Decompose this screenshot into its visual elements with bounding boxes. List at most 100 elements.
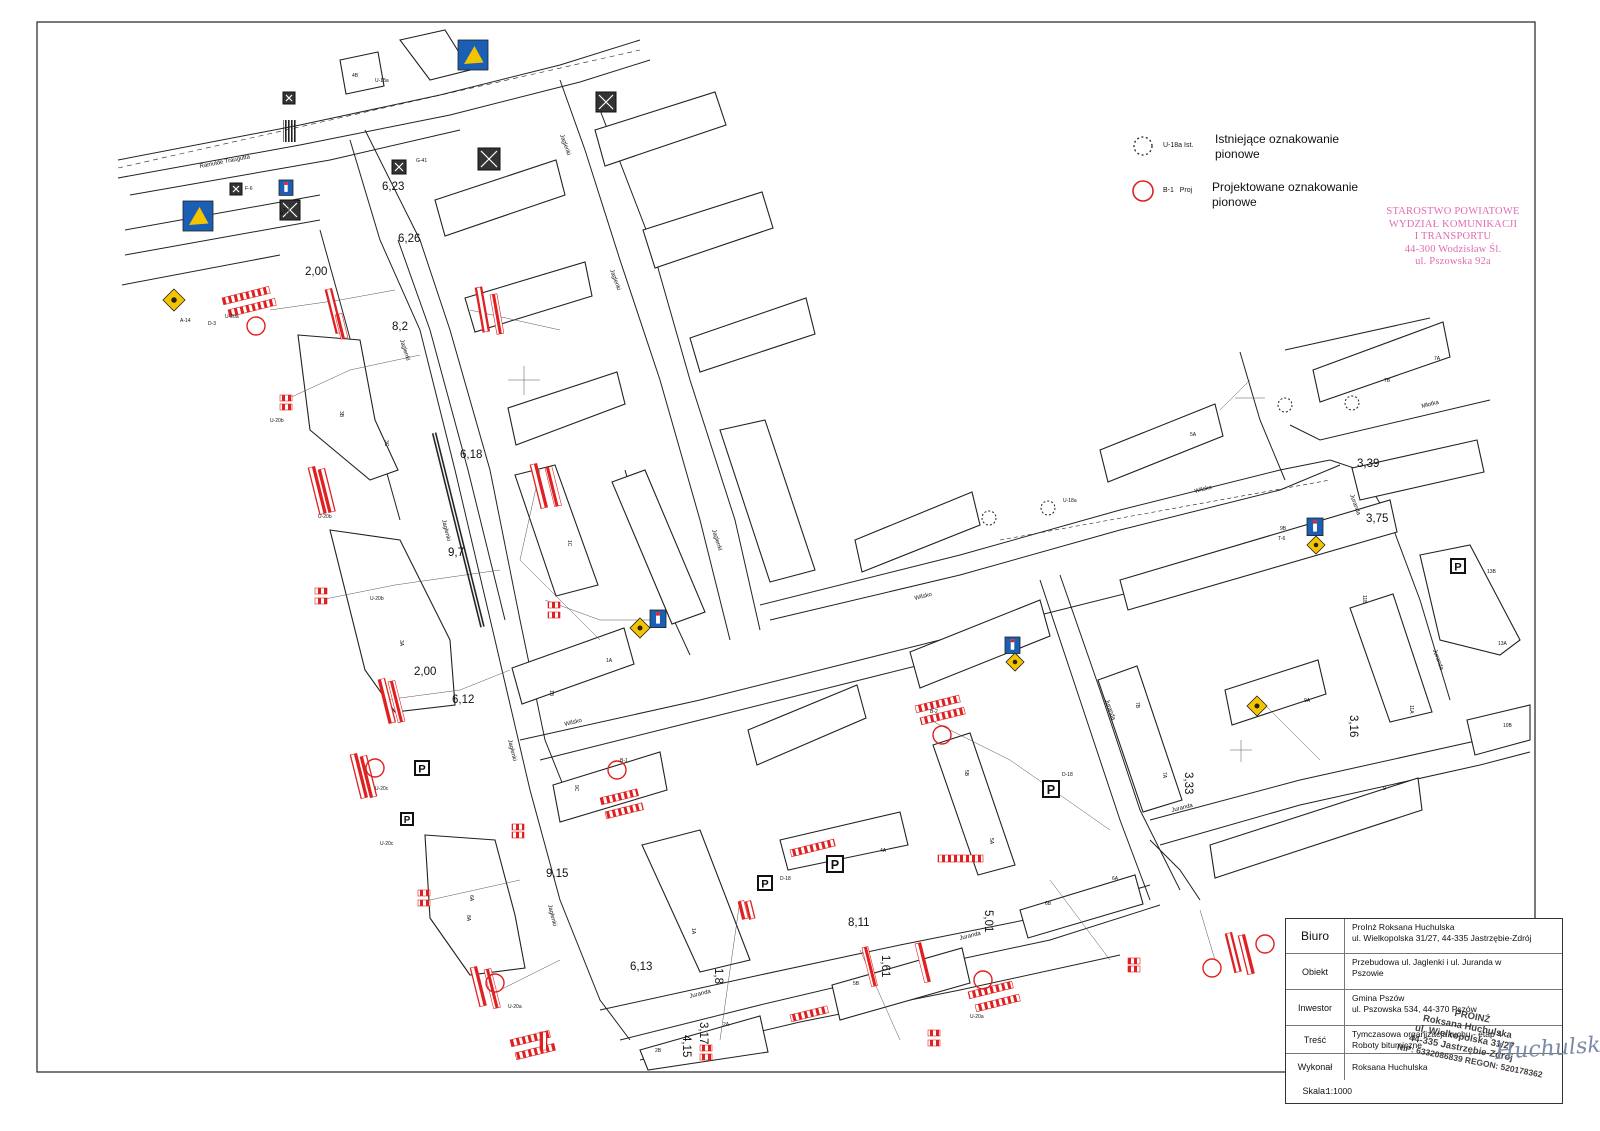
road-barrier	[919, 706, 966, 726]
title-block-label: Inwestor	[1286, 990, 1345, 1026]
road-barrier	[744, 900, 756, 920]
dimension-label: 9,15	[546, 868, 568, 880]
building-number: 9B	[1280, 526, 1287, 532]
road-barrier	[544, 465, 562, 508]
existing-sign-marker-icon	[1277, 397, 1293, 413]
dimension-label: 8,11	[848, 917, 870, 929]
dimension-label: 6,26	[398, 233, 420, 245]
one-way-sign-icon	[1306, 517, 1324, 537]
barriers	[221, 286, 1255, 1061]
road-barrier	[539, 1031, 548, 1051]
road-barrier	[279, 394, 293, 402]
projected-sign-marker-icon	[932, 725, 952, 745]
road-barrier	[927, 1029, 941, 1037]
title-block-value: Roksana Huchulska	[1352, 1062, 1558, 1073]
blue-info-sign-icon	[457, 39, 489, 71]
street-label-jaglenki-4: Jaglenki	[398, 339, 411, 362]
street-label-juranda-2: Juranda	[959, 931, 982, 942]
road-barrier	[349, 752, 369, 800]
dimension-label: 5,01	[982, 910, 994, 932]
sign-code-label: A-14	[180, 318, 191, 324]
sign-code-label: U-20a	[970, 1014, 984, 1020]
legend-projected-label: Projektowane oznakowanie pionowe	[1212, 180, 1359, 209]
projected-sign-marker-icon	[607, 760, 627, 780]
road-barrier	[307, 465, 327, 515]
parking-sign-icon: P	[414, 760, 430, 776]
legend-existing-code-text: U-18a	[1163, 142, 1183, 149]
road-barrier	[221, 286, 271, 306]
road-barrier	[511, 823, 525, 831]
dimension-label: 6,13	[630, 961, 652, 973]
projected-sign-marker-icon	[1202, 958, 1222, 978]
warning-sign-icon	[1306, 535, 1326, 555]
title-block-line: Roboty bitumiczne	[1352, 1040, 1422, 1050]
existing-sign-icon	[279, 199, 301, 221]
sign-code-label: U-20b	[318, 514, 332, 520]
existing-sign-icon	[282, 91, 296, 105]
building-number: 4B	[352, 73, 359, 79]
dimension-label: 8,2	[392, 321, 408, 333]
building-number: 13B	[1487, 569, 1497, 575]
building-number: 3B	[338, 411, 344, 418]
dimension-label: 1,61	[879, 955, 891, 977]
one-way-sign-icon	[649, 609, 667, 629]
building-number: 7A	[1434, 356, 1441, 362]
building-number: 7B	[1134, 702, 1140, 709]
road-barrier	[604, 802, 644, 820]
street-label-jaglenki-1: Jaglenki	[558, 134, 571, 157]
road-barrier	[334, 312, 349, 340]
sign-code-label: B-1	[620, 758, 628, 764]
building-number: 1A	[606, 658, 613, 664]
sheet-border	[36, 21, 1536, 1073]
stamp-line: 44-300 Wodzisław Śl.	[1404, 243, 1502, 255]
existing-sign-marker-icon	[1040, 500, 1056, 516]
building-number: 9	[1383, 786, 1386, 792]
building-number: 7A	[1161, 772, 1167, 779]
building-number: 6A	[468, 895, 474, 902]
building-number: 6B	[1045, 901, 1052, 907]
title-block-line: Przebudowa ul. Jaglenki i ul. Juranda w	[1352, 957, 1502, 967]
warning-sign-icon	[1005, 652, 1025, 672]
sign-code-labels: U-18aU-18aU-20aU-20aU-20aU-20bU-20bU-20b…	[180, 78, 1285, 1020]
stamp-line: WYDZIAŁ KOMUNIKACJI	[1388, 218, 1518, 230]
projected-sign-marker-icon	[246, 316, 266, 336]
road-barrier	[599, 788, 639, 806]
sign-code-label: U-18a	[375, 78, 389, 84]
road-barrier	[789, 838, 836, 858]
projected-sign-marker-icon	[973, 970, 993, 990]
street-label-wilsko-3: Wilsko	[1194, 485, 1213, 495]
sign-code-label: U-20c	[375, 786, 389, 792]
title-block-line: 1:1000	[1326, 1086, 1352, 1096]
building-number: 9A	[1304, 698, 1311, 704]
street-label-jaglenki-3: Jaglenki	[710, 529, 723, 552]
title-block-label: Skala:	[1302, 1086, 1328, 1096]
building-number: 1A	[690, 928, 696, 935]
leader-lines	[269, 289, 1321, 1041]
buildings	[297, 29, 1531, 1071]
svg-text:P: P	[404, 815, 411, 826]
one-way-sign-icon	[278, 179, 294, 196]
sign-code-label: T-8	[283, 208, 290, 214]
parking-sign-icon: P	[826, 855, 844, 873]
sign-code-label: B-2	[930, 709, 938, 715]
title-block-line: ProInż Roksana Huchulska	[1352, 922, 1455, 932]
title-block-value: Gmina Pszów ul. Pszowska 534, 44-370 Psz…	[1352, 993, 1558, 1015]
legend-existing-suffix: Ist.	[1184, 142, 1194, 149]
legend-existing-sign-icon	[1133, 136, 1153, 156]
road-barrier	[1237, 933, 1255, 976]
dimension-label: 3,16	[1347, 715, 1359, 737]
building-number: 13A	[1498, 641, 1508, 647]
legend-projected-code-text: B-1	[1163, 187, 1174, 194]
dimension-label: 6,23	[382, 181, 404, 193]
existing-sign-icon	[477, 147, 501, 171]
road-barrier	[1127, 957, 1141, 965]
street-label-jaglenki-5: Jaglenki	[440, 519, 451, 542]
stamp-line: STAROSTWO POWIATOWE	[1386, 206, 1520, 217]
road-barrier	[927, 1039, 941, 1047]
sign-code-label: D-18	[1062, 772, 1073, 778]
road-barrier	[359, 754, 378, 799]
building-number: 1B	[548, 690, 554, 697]
road-barrier	[514, 1042, 556, 1061]
